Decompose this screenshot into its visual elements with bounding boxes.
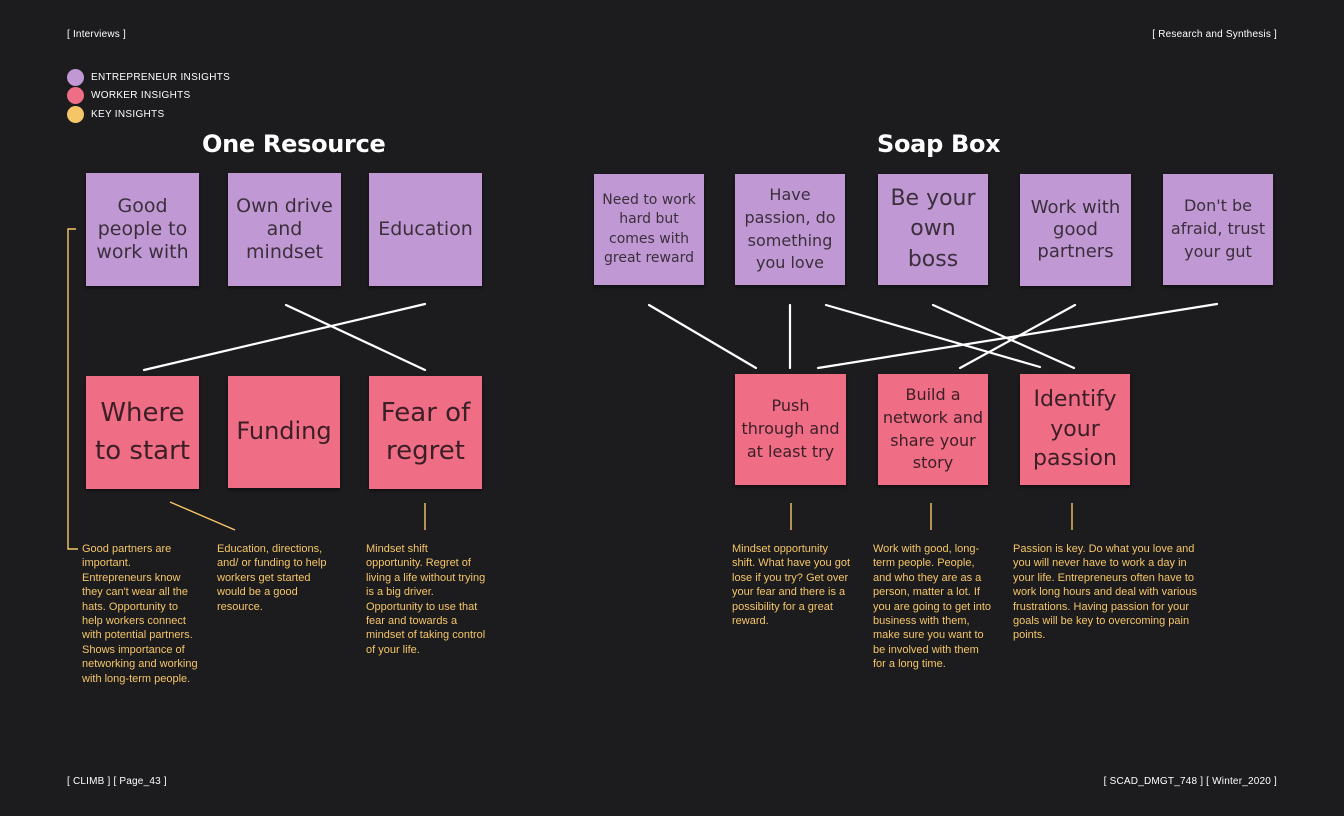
legend-item-key: KEY INSIGHTS bbox=[67, 105, 230, 124]
legend-label: ENTREPRENEUR INSIGHTS bbox=[91, 71, 231, 83]
yellow-dot-icon bbox=[67, 105, 84, 123]
sticky-note-worker: Fear of regret bbox=[369, 376, 482, 489]
header-section-label: [ Interviews ] bbox=[67, 29, 126, 40]
key-connector-line bbox=[169, 501, 236, 531]
legend-item-entrepreneur: ENTREPRENEUR INSIGHTS bbox=[67, 68, 230, 87]
connector-line bbox=[647, 303, 758, 370]
sticky-note-worker: Identify your passion bbox=[1020, 374, 1130, 485]
sticky-note-worker: Where to start bbox=[86, 376, 199, 489]
sticky-note-entrepreneur: Need to work hard but comes with great r… bbox=[594, 174, 704, 285]
sticky-note-entrepreneur: Good people to work with bbox=[86, 173, 199, 286]
sticky-note-entrepreneur: Be your own boss bbox=[878, 174, 988, 285]
connector-line bbox=[142, 302, 427, 372]
key-insight-text: Passion is key. Do what you love and you… bbox=[1013, 543, 1198, 642]
key-insight-text: Mindset shift opportunity. Regret of liv… bbox=[366, 543, 486, 656]
key-insight-text: Work with good, long-term people. People… bbox=[873, 543, 992, 671]
sticky-note-entrepreneur: Don't be afraid, trust your gut bbox=[1163, 174, 1273, 285]
legend: ENTREPRENEUR INSIGHTS WORKER INSIGHTS KE… bbox=[67, 68, 230, 124]
footer-course-label: [ SCAD_DMGT_748 ] [ Winter_2020 ] bbox=[1103, 776, 1277, 787]
key-insight-text: Good partners are important. Entrepreneu… bbox=[82, 543, 198, 685]
sticky-note-entrepreneur: Education bbox=[369, 173, 482, 286]
bracket-line bbox=[67, 228, 78, 550]
sticky-note-worker: Funding bbox=[228, 376, 340, 488]
sticky-note-worker: Build a network and share your story bbox=[878, 374, 988, 485]
footer-page-label: [ CLIMB ] [ Page_43 ] bbox=[67, 776, 167, 787]
connector-line bbox=[931, 303, 1076, 370]
connector-line bbox=[284, 303, 427, 372]
soap-box-title: Soap Box bbox=[877, 130, 1001, 158]
sticky-note-worker: Push through and at least try bbox=[735, 374, 846, 485]
connector-line bbox=[824, 303, 1042, 369]
pink-dot-icon bbox=[67, 87, 84, 105]
key-insight-text: Mindset opportunity shift. What have you… bbox=[732, 543, 851, 628]
connector-line bbox=[816, 302, 1219, 370]
key-insight-text: Education, directions, and/ or funding t… bbox=[217, 543, 327, 613]
header-chapter-label: [ Research and Synthesis ] bbox=[1152, 29, 1277, 40]
purple-dot-icon bbox=[67, 68, 84, 86]
sticky-note-entrepreneur: Work with good partners bbox=[1020, 174, 1131, 286]
sticky-note-entrepreneur: Have passion, do something you love bbox=[735, 174, 845, 285]
legend-label: KEY INSIGHTS bbox=[91, 108, 165, 120]
legend-label: WORKER INSIGHTS bbox=[91, 90, 191, 102]
legend-item-worker: WORKER INSIGHTS bbox=[67, 87, 230, 106]
sticky-note-entrepreneur: Own drive and mindset bbox=[228, 173, 341, 286]
one-resource-title: One Resource bbox=[202, 130, 386, 158]
